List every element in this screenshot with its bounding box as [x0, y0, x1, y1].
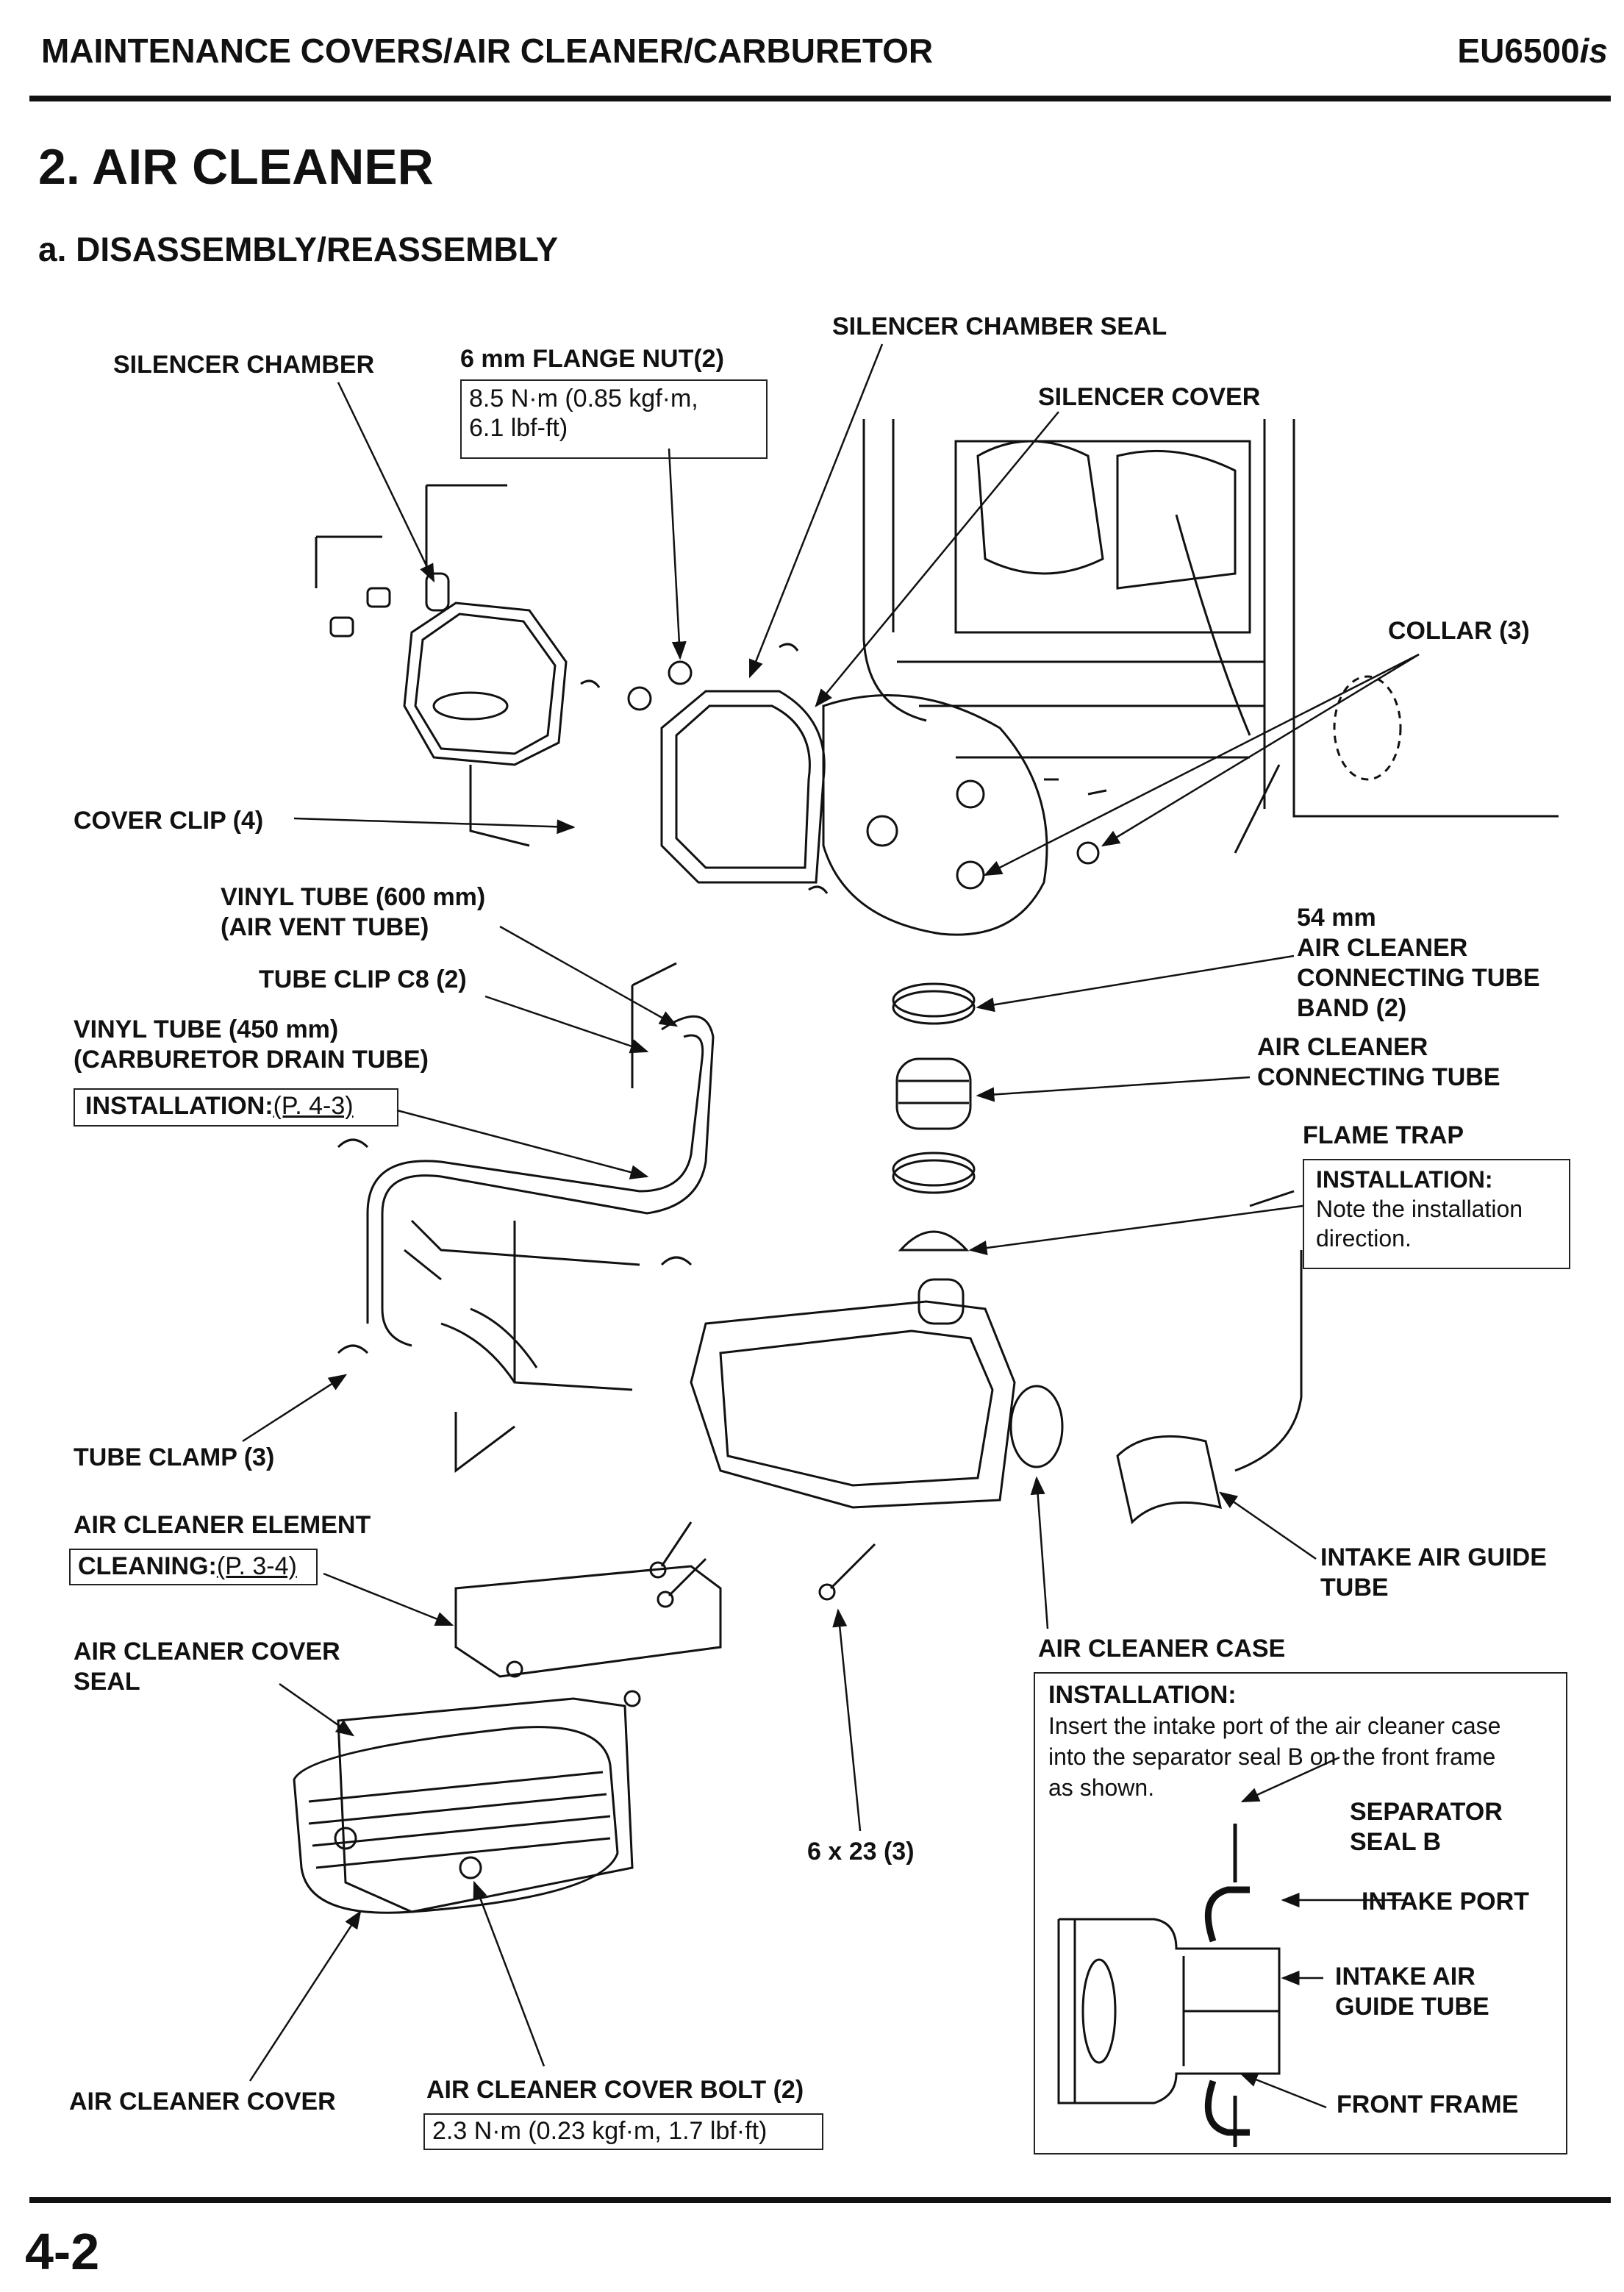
label-line: SEAL B — [1350, 1828, 1442, 1856]
label-silencer-chamber: SILENCER CHAMBER — [113, 351, 375, 379]
flange-nut-parts — [558, 643, 829, 894]
page-reference-link[interactable]: (P. 3-4) — [216, 1552, 297, 1580]
label-line: INTAKE AIR GUIDE — [1320, 1543, 1547, 1571]
label-collar: COLLAR (3) — [1388, 617, 1530, 645]
label-line: AIR CLEANER COVER — [74, 1638, 340, 1666]
connecting-tube-parts — [892, 982, 976, 1252]
label-flame-trap: FLAME TRAP — [1303, 1121, 1464, 1149]
page-title: 2. AIR CLEANER — [38, 139, 434, 195]
torque-text: 2.3 N·m (0.23 kgf·m, 1.7 lbf·ft) — [432, 2117, 768, 2145]
silencer-chamber-part — [315, 484, 568, 847]
label-line: GUIDE TUBE — [1335, 1993, 1489, 2021]
label-line: VINYL TUBE (450 mm) — [74, 1015, 339, 1043]
label-air-cleaner-element: AIR CLEANER ELEMENT — [74, 1511, 371, 1539]
note-text: direction. — [1316, 1225, 1412, 1252]
silencer-cover-part — [660, 690, 826, 884]
flame-trap-installation-box: INSTALLATION: Note the installation dire… — [1303, 1159, 1570, 1269]
label-intake-port: INTAKE PORT — [1362, 1888, 1529, 1916]
label-air-cleaner-case: AIR CLEANER CASE — [1038, 1635, 1286, 1663]
label-line: AIR CLEANER — [1257, 1033, 1428, 1061]
label-flange-nut: 6 mm FLANGE NUT(2) — [460, 345, 724, 373]
installation-reference-box: INSTALLATION:(P. 4-3) — [74, 1088, 398, 1127]
air-cleaner-element-part — [454, 1565, 722, 1707]
label-line: AIR CLEANER — [1297, 934, 1468, 962]
note-text: as shown. — [1048, 1774, 1155, 1801]
section-subtitle: a. DISASSEMBLY/REASSEMBLY — [38, 230, 559, 268]
header-rule — [29, 96, 1611, 101]
label-line: CONNECTING TUBE — [1297, 964, 1540, 992]
label-front-frame: FRONT FRAME — [1337, 2091, 1519, 2118]
label-silencer-cover: SILENCER COVER — [1038, 383, 1261, 411]
label-line: CONNECTING TUBE — [1257, 1063, 1500, 1091]
model-name: EU6500is — [1457, 32, 1608, 70]
label-vinyl-tube-450: VINYL TUBE (450 mm) (CARBURETOR DRAIN TUB… — [74, 1015, 429, 1075]
label-line: TUBE — [1320, 1574, 1389, 1602]
inset-drawing — [1057, 1756, 1404, 2147]
page-number: 4-2 — [25, 2223, 100, 2280]
label-line: BAND (2) — [1297, 994, 1407, 1022]
label-line: (AIR VENT TUBE) — [221, 913, 429, 941]
bolt-parts — [649, 764, 1281, 1608]
installation-label: INSTALLATION: — [85, 1092, 273, 1120]
label-air-cleaner-cover: AIR CLEANER COVER — [69, 2088, 336, 2116]
air-cleaner-cover-part — [293, 1697, 634, 1914]
label-cover-bolt: AIR CLEANER COVER BOLT (2) — [426, 2076, 804, 2104]
label-line: VINYL TUBE (600 mm) — [221, 883, 486, 911]
footer-rule — [29, 2197, 1611, 2203]
installation-heading: INSTALLATION: — [1316, 1166, 1493, 1193]
label-bolt-size: 6 x 23 (3) — [807, 1838, 915, 1866]
label-cover-clip: COVER CLIP (4) — [74, 807, 264, 835]
label-tube-clamp: TUBE CLAMP (3) — [74, 1443, 275, 1471]
label-tube-clip: TUBE CLIP C8 (2) — [259, 965, 467, 993]
note-text: into the separator seal B on the front f… — [1048, 1743, 1496, 1770]
case-installation-box: INSTALLATION: Insert the intake port of … — [1034, 1672, 1567, 2154]
note-text: Insert the intake port of the air cleane… — [1048, 1713, 1501, 1739]
cleaning-reference-box: CLEANING:(P. 3-4) — [69, 1549, 318, 1585]
silencer-seal-part — [822, 693, 1107, 936]
cleaning-label: CLEANING: — [78, 1552, 217, 1580]
page-reference-link[interactable]: (P. 4-3) — [273, 1092, 354, 1120]
header-model: EU6500is — [1457, 31, 1608, 71]
installation-heading: INSTALLATION: — [1048, 1681, 1237, 1709]
torque-text: 8.5 N·m (0.85 kgf·m, — [469, 385, 698, 413]
label-line: (CARBURETOR DRAIN TUBE) — [74, 1046, 429, 1074]
label-silencer-chamber-seal: SILENCER CHAMBER SEAL — [832, 313, 1167, 340]
label-line: SEAL — [74, 1668, 140, 1696]
label-intake-air-guide-tube: INTAKE AIR GUIDE TUBE — [1320, 1543, 1547, 1603]
label-line: INTAKE AIR — [1335, 1963, 1475, 1991]
label-line: 54 mm — [1297, 904, 1376, 932]
vinyl-tube-parts — [337, 962, 715, 1473]
air-cleaner-case-part — [690, 1190, 1303, 1524]
header-section-title: MAINTENANCE COVERS/AIR CLEANER/CARBURETO… — [41, 32, 934, 70]
cover-bolt-torque-box: 2.3 N·m (0.23 kgf·m, 1.7 lbf·ft) — [423, 2113, 823, 2150]
label-vinyl-tube-600: VINYL TUBE (600 mm)(AIR VENT TUBE) — [221, 882, 485, 943]
torque-text: 6.1 lbf-ft) — [469, 414, 568, 442]
flange-nut-torque-box: 8.5 N·m (0.85 kgf·m, 6.1 lbf-ft) — [460, 379, 768, 459]
generator-frame — [862, 419, 1559, 818]
leader-lines — [242, 343, 1420, 2082]
note-text: Note the installation — [1316, 1196, 1523, 1222]
label-line: SEPARATOR — [1350, 1798, 1503, 1826]
